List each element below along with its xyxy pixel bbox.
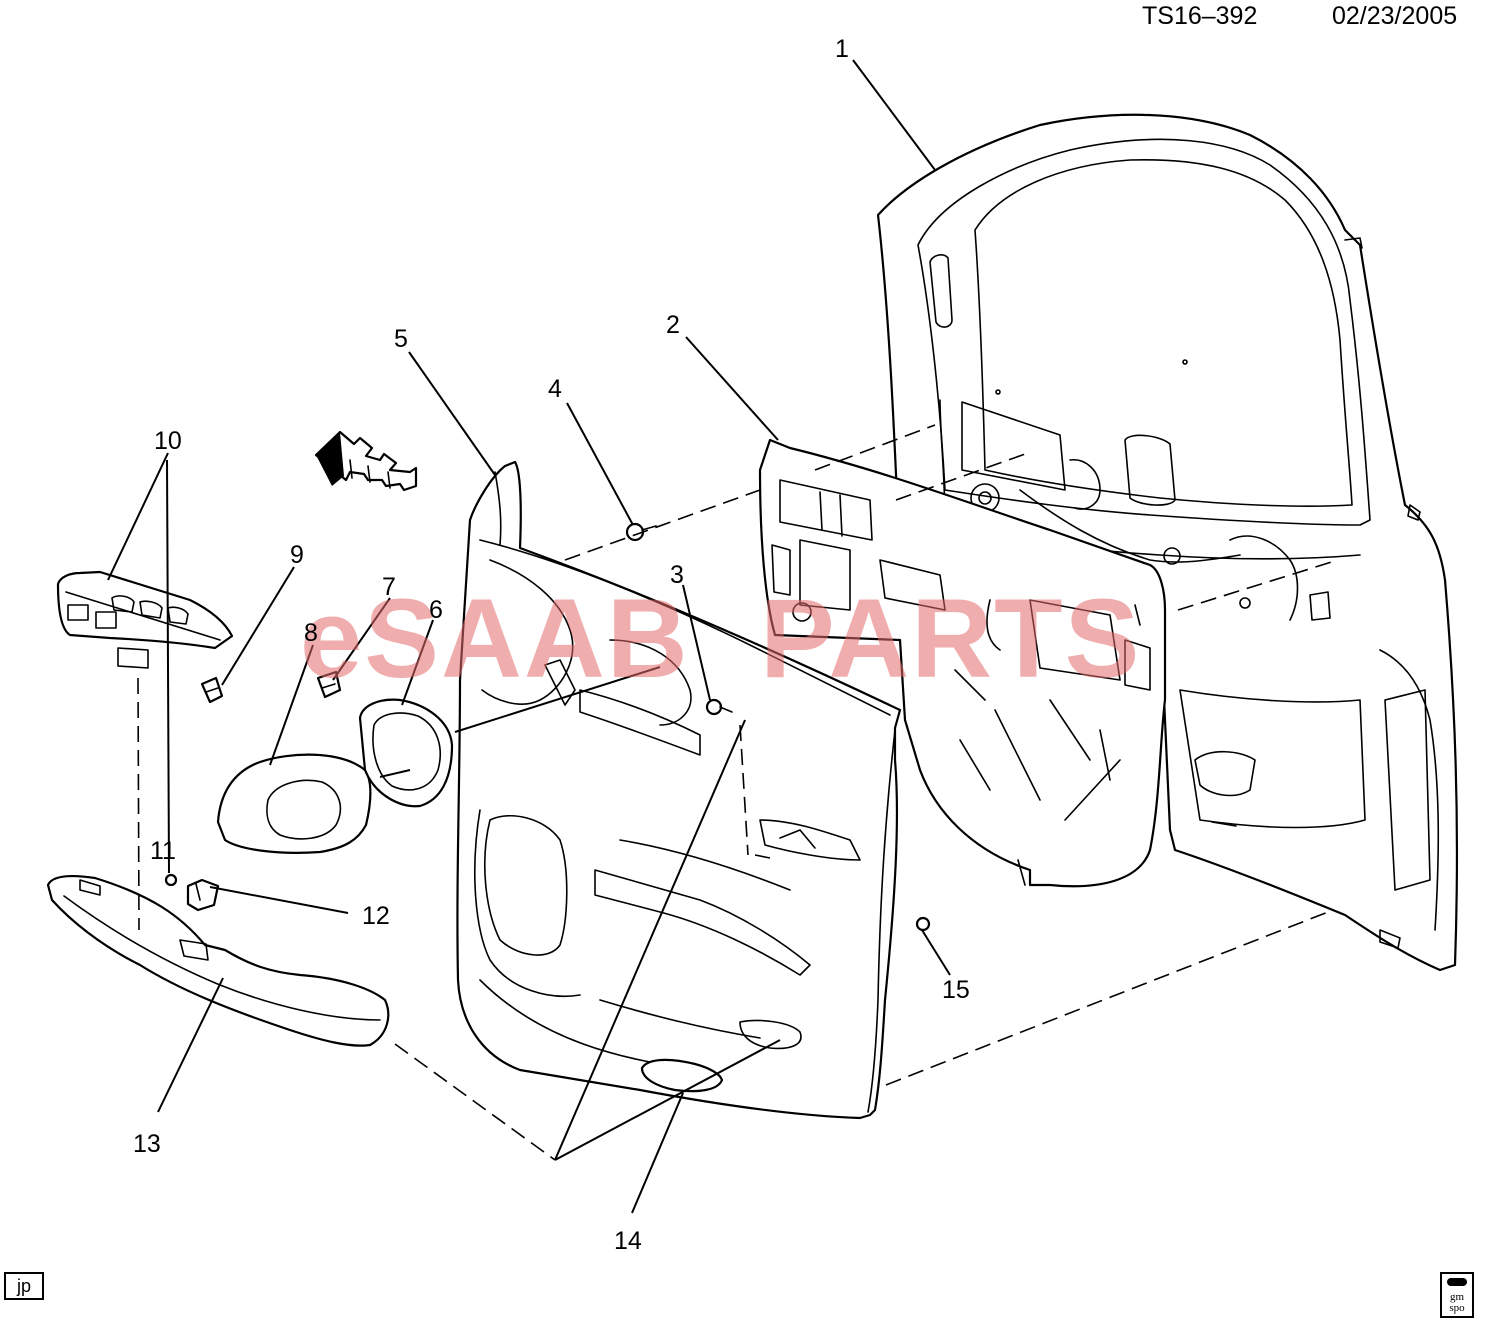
callout-14: 14 xyxy=(614,1227,642,1255)
part-5-door-trim-panel xyxy=(456,460,902,1120)
part-11-screw xyxy=(164,873,178,887)
callout-labels: 1 2 3 4 5 6 7 8 9 10 11 12 13 14 15 xyxy=(133,35,970,1255)
watermark-prefix: eSAAB xyxy=(300,576,690,701)
callout-1: 1 xyxy=(835,35,849,63)
callout-4: 4 xyxy=(548,375,562,403)
part-10-window-switch xyxy=(56,570,234,669)
callout-12: 12 xyxy=(362,902,390,930)
callout-3: 3 xyxy=(670,561,684,589)
leader-lines xyxy=(107,59,951,1214)
part-14-pocket-cover xyxy=(640,1058,724,1093)
callout-8: 8 xyxy=(304,619,318,647)
part-3-push-pin xyxy=(705,698,733,716)
diagram-date: 02/23/2005 xyxy=(1332,2,1457,30)
spo-logo-text: spo xyxy=(1449,1302,1465,1314)
watermark: eSAAB PARTS xyxy=(300,576,1141,701)
drawer-initials-box: jp xyxy=(4,1272,44,1300)
part-12-bracket xyxy=(186,878,220,912)
gm-logo-text: gm xyxy=(1449,1291,1465,1303)
gm-spo-logo-icon: gm spo xyxy=(1440,1272,1474,1318)
diagram-code: TS16–392 xyxy=(1142,2,1257,30)
watermark-suffix: PARTS xyxy=(760,576,1141,701)
part-9-clip xyxy=(200,676,224,704)
callout-15: 15 xyxy=(942,976,970,1004)
part-13-armrest xyxy=(46,874,390,1047)
part-15-push-pin xyxy=(915,916,931,932)
part-4-push-pin xyxy=(625,522,657,542)
callout-5: 5 xyxy=(394,325,408,353)
callout-2: 2 xyxy=(666,311,680,339)
callout-9: 9 xyxy=(290,541,304,569)
callout-11: 11 xyxy=(150,837,176,865)
gm-logo-mark xyxy=(1447,1278,1467,1286)
part-6-handle-ring xyxy=(358,698,454,808)
part-8-handle-bezel xyxy=(216,753,372,854)
part-2-water-deflector xyxy=(758,438,1167,888)
callout-13: 13 xyxy=(133,1130,161,1158)
callout-10: 10 xyxy=(154,427,182,455)
front-direction-arrow-icon xyxy=(314,430,418,492)
callout-6: 6 xyxy=(429,596,443,624)
callout-7: 7 xyxy=(382,573,396,601)
assembly-lines xyxy=(137,424,1339,1161)
